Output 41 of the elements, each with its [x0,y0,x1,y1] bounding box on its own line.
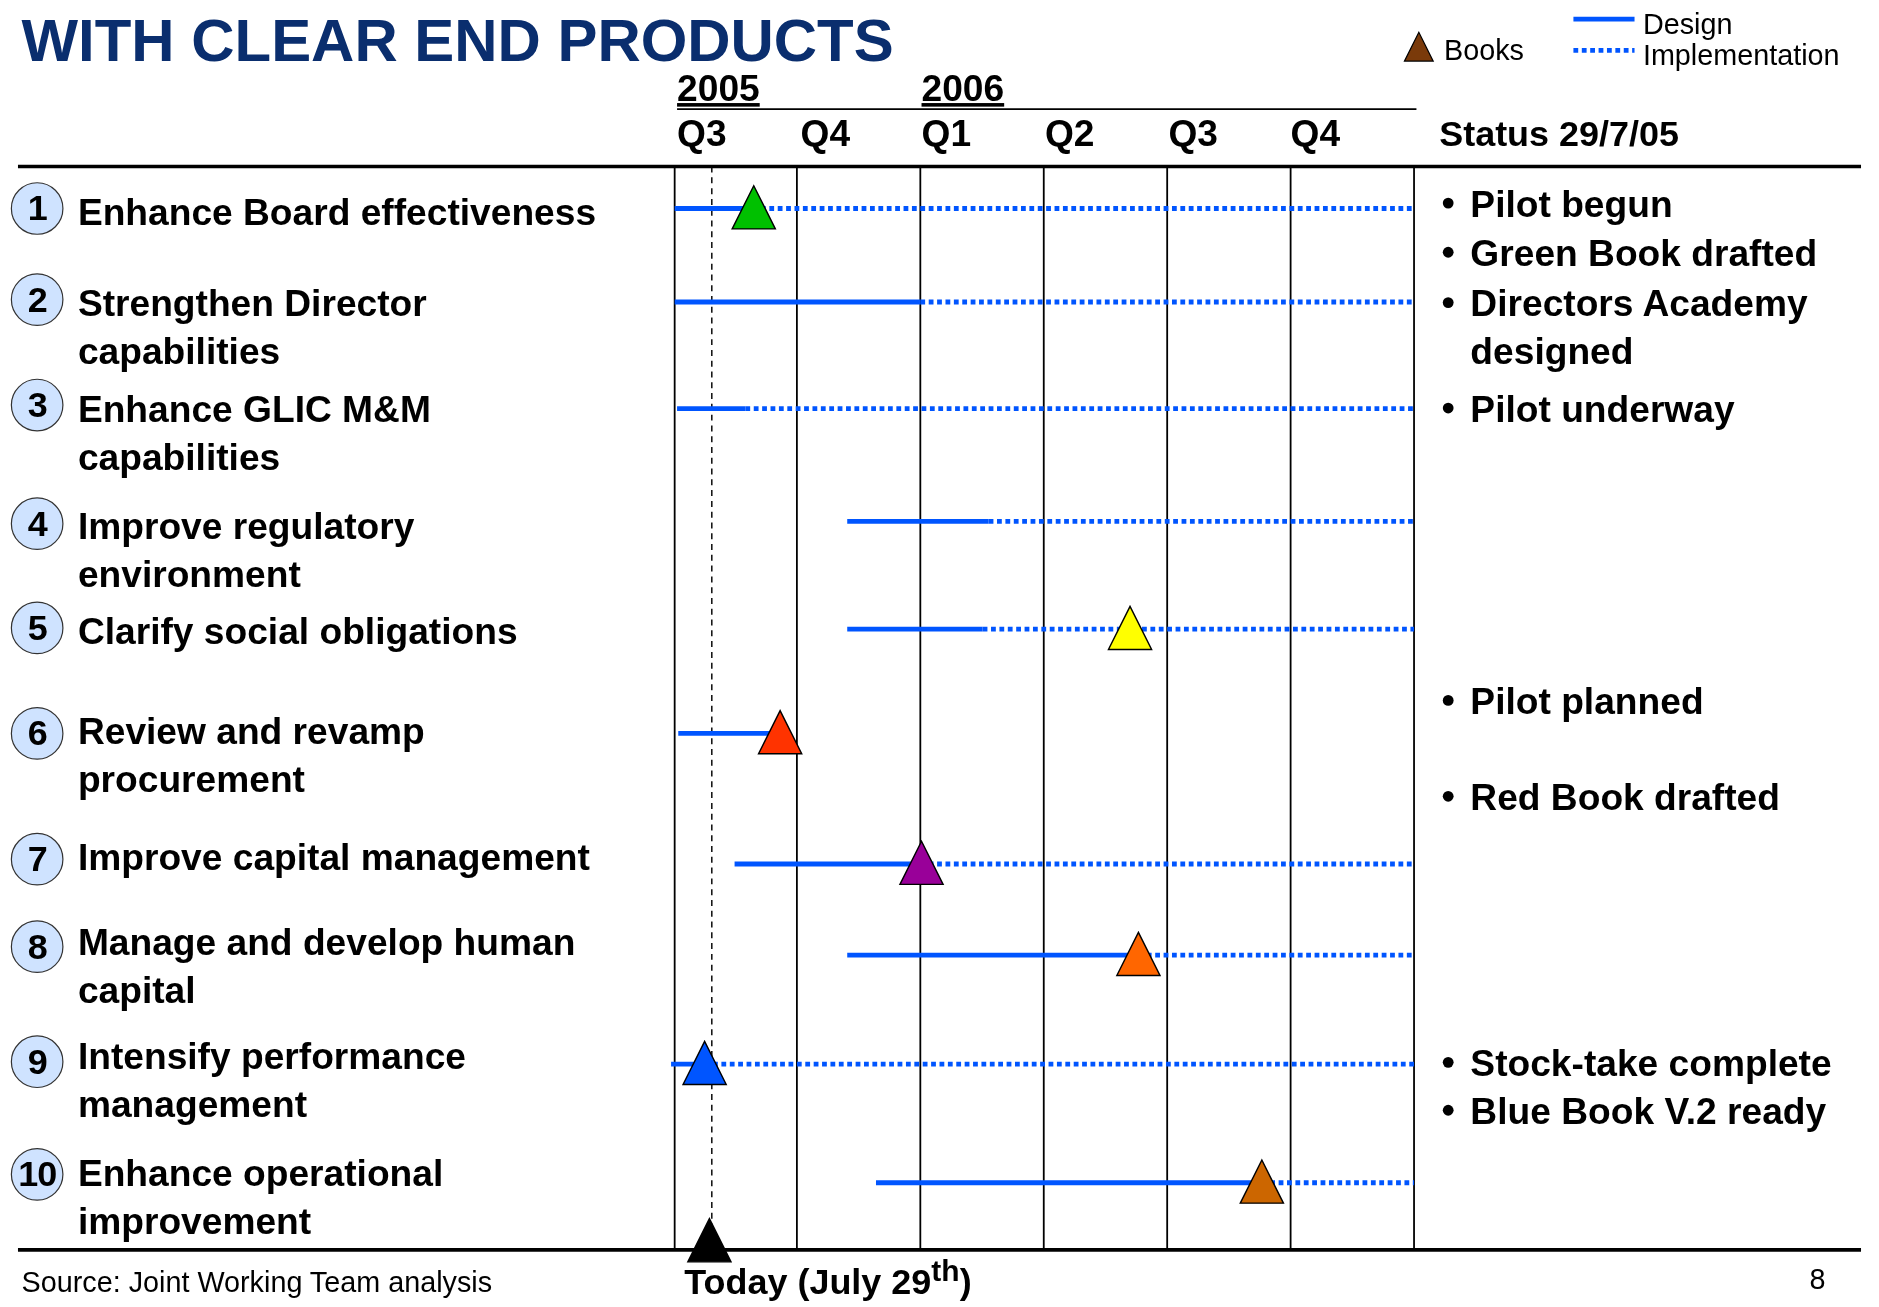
status-note: Blue Book V.2 ready [1470,1089,1827,1135]
column-heading: Status 29/7/05 [1439,112,1679,156]
status-note: Pilot begun [1470,182,1673,228]
status-note: Red Book drafted [1470,775,1780,821]
quarter-label: Q4 [800,111,851,157]
number-badge: 5 [10,601,64,655]
status-note: Pilot planned [1470,679,1705,725]
row-label: Enhance Board effectiveness [77,190,598,236]
page-number: 8 [1809,1262,1826,1298]
row-label: Improve capital management [77,835,591,881]
number-badge: 3 [10,378,64,432]
source-note: Source: Joint Working Team analysis [21,1264,493,1300]
row-label: Enhance GLIC M&M capabilities [77,387,432,481]
number-badge: 1 [10,182,64,235]
number-badge: 10 [10,1148,64,1201]
row-label: Strengthen Director capabilities [77,281,428,375]
status-note: Directors Academy designed [1470,281,1809,375]
quarter-label: Q2 [1044,111,1095,157]
legend-label: Books [1444,33,1524,68]
status-note: Green Book drafted [1470,231,1818,277]
quarter-label: Q4 [1290,111,1341,157]
number-badge: 9 [10,1035,64,1089]
row-label: Manage and develop human capital [77,920,577,1014]
year-label: 2006 [921,66,1005,112]
number-badge: 8 [10,920,64,974]
row-label: Enhance operational improvement [77,1151,445,1245]
row-label: Review and revamp procurement [77,709,426,803]
number-badge: 7 [10,832,64,886]
quarter-label: Q1 [921,111,972,157]
today-label: Today (July 29$^{th}$) [684,1252,972,1301]
row-label: Improve regulatory environment [77,504,416,598]
quarter-label: Q3 [1168,111,1218,157]
status-note: Stock-take complete [1470,1041,1832,1087]
status-note: Pilot underway [1470,387,1735,433]
number-badge: 6 [10,707,64,760]
row-label: Clarify social obligations [77,608,519,654]
legend-label: Design [1642,7,1733,41]
number-badge: 2 [10,273,64,326]
row-label: Intensify performance management [77,1034,467,1128]
number-badge: 4 [10,497,64,551]
quarter-label: Q3 [677,111,727,157]
